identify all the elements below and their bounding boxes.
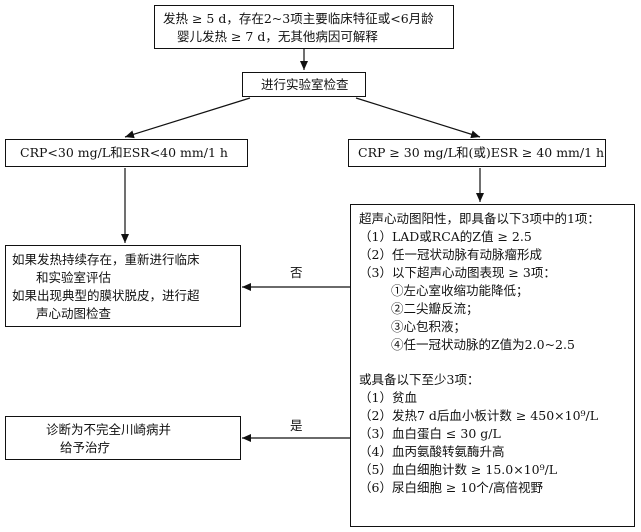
edge-label-no: 否 <box>290 265 303 280</box>
lab-test-label: 进行实验室检查 <box>261 77 349 92</box>
arrow-lab-to-right-branch <box>355 97 481 139</box>
diagnosis-box: 诊断为不完全川崎病并 给予治疗 <box>5 416 241 460</box>
lab-criterion-4: （4）血丙氨酸转氨酶升高 <box>359 444 505 459</box>
lab-criteria-heading: 或具备以下至少3项： <box>359 372 480 387</box>
echo-subitem-1: ①左心室收缩功能降低； <box>391 283 529 298</box>
echo-criterion-1: （1）LAD或RCA的Z值 ≥ 2.5 <box>359 229 532 244</box>
reevaluation-line-2: 和实验室评估 <box>36 270 112 285</box>
diagnosis-line-1: 诊断为不完全川崎病并 <box>46 422 172 437</box>
reevaluation-line-4: 声心动图检查 <box>36 306 112 321</box>
reevaluation-line-1: 如果发热持续存在，重新进行临床 <box>12 252 200 267</box>
lab-test-box: 进行实验室检查 <box>242 72 366 97</box>
high-inflammation-box: CRP ≥ 30 mg/L和(或)ESR ≥ 40 mm/1 h <box>348 139 606 167</box>
high-inflammation-label: CRP ≥ 30 mg/L和(或)ESR ≥ 40 mm/1 h <box>358 145 605 160</box>
echo-positive-heading: 超声心动图阳性，即具备以下3项中的1项： <box>359 211 600 226</box>
low-inflammation-box: CRP<30 mg/L和ESR<40 mm/1 h <box>5 139 248 167</box>
entry-criteria-box: 发热 ≥ 5 d，存在2~3项主要临床特征或<6月龄 婴儿发热 ≥ 7 d，无其… <box>154 5 454 49</box>
entry-criteria-line-1: 发热 ≥ 5 d，存在2~3项主要临床特征或<6月龄 <box>163 11 434 26</box>
low-inflammation-label: CRP<30 mg/L和ESR<40 mm/1 h <box>20 145 228 160</box>
lab-criterion-3: （3）血白蛋白 ≤ 30 g/L <box>359 426 501 441</box>
echo-criteria-box: 超声心动图阳性，即具备以下3项中的1项： （1）LAD或RCA的Z值 ≥ 2.5… <box>350 204 635 527</box>
entry-criteria-line-2: 婴儿发热 ≥ 7 d，无其他病因可解释 <box>177 29 378 44</box>
lab-criterion-2: （2）发热7 d后血小板计数 ≥ 450×10⁹/L <box>359 408 599 423</box>
lab-criterion-1: （1）贫血 <box>359 390 417 405</box>
echo-criterion-3: （3）以下超声心动图表现 ≥ 3项： <box>359 265 556 280</box>
lab-criterion-5: （5）血白细胞计数 ≥ 15.0×10⁹/L <box>359 462 558 477</box>
reevaluation-line-3: 如果出现典型的膜状脱皮，进行超 <box>12 288 200 303</box>
edge-label-yes: 是 <box>290 418 303 433</box>
echo-criterion-2: （2）任一冠状动脉有动脉瘤形成 <box>359 247 542 262</box>
echo-subitem-3: ③心包积液； <box>391 319 467 334</box>
lab-criterion-6: （6）尿白细胞 ≥ 10个/高倍视野 <box>359 480 543 495</box>
echo-subitem-4: ④任一冠状动脉的Z值为2.0~2.5 <box>391 337 575 352</box>
arrow-lab-to-left-branch <box>124 97 251 139</box>
echo-subitem-2: ②二尖瓣反流； <box>391 301 479 316</box>
reevaluation-box: 如果发热持续存在，重新进行临床 和实验室评估 如果出现典型的膜状脱皮，进行超 声… <box>5 245 241 327</box>
diagnosis-line-2: 给予治疗 <box>60 440 111 455</box>
